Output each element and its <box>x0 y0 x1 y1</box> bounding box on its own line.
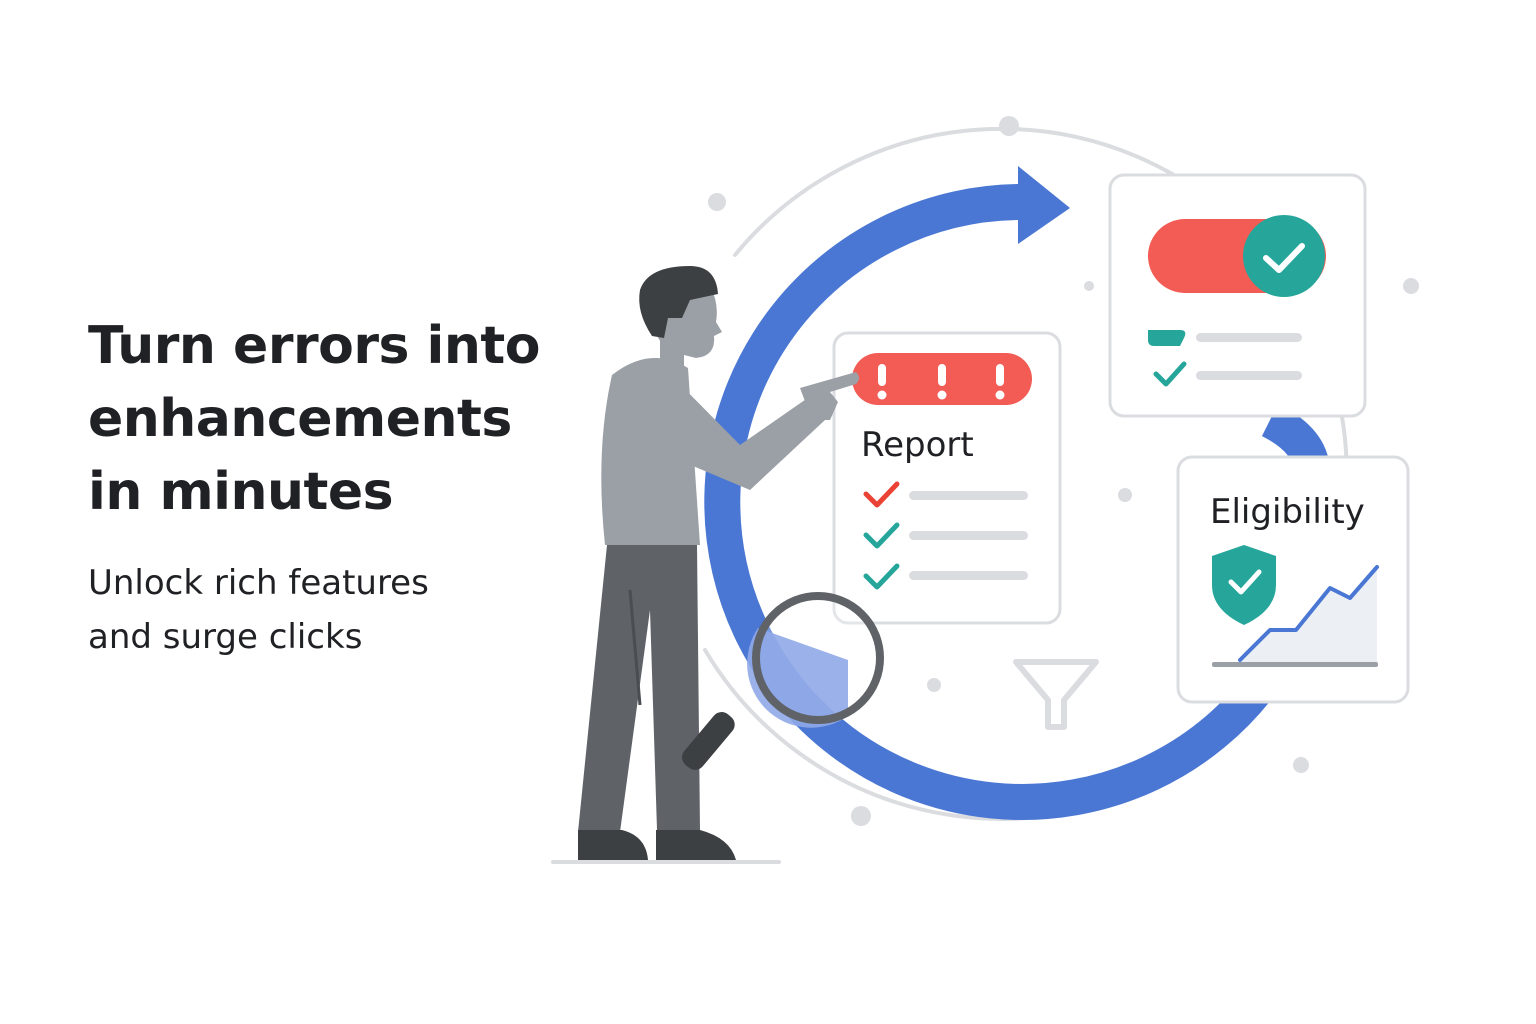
subheadline: Unlock rich features and surge clicks <box>88 556 429 664</box>
tag-icon <box>1148 330 1186 346</box>
subheadline-line-1: Unlock rich features <box>88 563 429 603</box>
eligibility-title: Eligibility <box>1210 492 1365 532</box>
person-figure <box>551 266 859 864</box>
report-title: Report <box>861 425 974 465</box>
funnel-icon <box>1013 659 1099 730</box>
headline-line-1: Turn errors into <box>88 316 540 376</box>
magnifying-glass-icon <box>682 592 884 770</box>
headline-line-3: in minutes <box>88 462 394 522</box>
subheadline-line-2: and surge clicks <box>88 617 363 657</box>
toggle-card <box>1108 173 1367 418</box>
trend-chart-icon <box>1212 565 1379 667</box>
toggle-switch-icon <box>1148 215 1326 297</box>
headline-line-2: enhancements <box>88 389 512 449</box>
shield-check-icon <box>1212 545 1276 625</box>
decorative-dots <box>708 193 1419 773</box>
headline: Turn errors into enhancements in minutes <box>88 310 540 529</box>
alert-marks <box>877 364 1005 400</box>
checkmark-icon <box>863 481 900 508</box>
checkmark-icon <box>1153 361 1187 387</box>
report-card: Report <box>832 331 1062 625</box>
checkmark-icon <box>863 522 900 549</box>
eligibility-card: Eligibility <box>1176 455 1410 704</box>
checkmark-icon <box>863 563 900 590</box>
